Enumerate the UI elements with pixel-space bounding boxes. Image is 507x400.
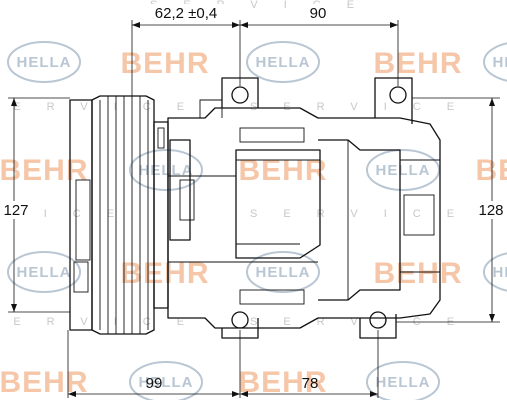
- hella-logo-text: HELLA: [17, 264, 72, 281]
- behr-logo-text: BEHR: [373, 257, 462, 290]
- hella-logo: HELLA: [483, 252, 507, 292]
- service-watermark: SERVICE: [0, 101, 210, 113]
- hella-logo-text: HELLA: [376, 374, 431, 391]
- hella-logo: HELLA: [366, 149, 440, 191]
- label-backdrop: [475, 201, 507, 219]
- hella-logo: HELLA: [7, 41, 81, 83]
- behr-logo-text: BEHR: [120, 257, 209, 290]
- label-backdrop: [140, 4, 232, 22]
- behr-logo-text: BEHR: [120, 47, 209, 80]
- dim-label-left-height: 127: [3, 202, 28, 219]
- compressor-body: [167, 99, 441, 329]
- hella-logo-text: HELLA: [493, 54, 507, 71]
- hella-logo: HELLA: [7, 251, 81, 293]
- hella-logo-text: HELLA: [17, 54, 72, 71]
- pulley: [69, 95, 169, 335]
- label-backdrop: [300, 4, 336, 22]
- dim-label-top-left: 62,2 ±0,4: [155, 5, 217, 22]
- hella-logo-text: HELLA: [376, 162, 431, 179]
- hella-logo-text: HELLA: [256, 264, 311, 281]
- hella-logo: HELLA: [246, 41, 320, 83]
- hella-logo-text: HELLA: [139, 374, 194, 391]
- hella-logo: HELLA: [366, 361, 440, 400]
- compressor-outline: [69, 77, 441, 339]
- hella-logo-text: HELLA: [493, 264, 507, 281]
- behr-logo-text: BEHR: [238, 154, 327, 187]
- dim-label-bottom-left: 99: [146, 375, 163, 392]
- dim-label-right-height: 128: [478, 202, 503, 219]
- behr-logo-text: BEHR: [238, 366, 327, 399]
- dimension-lines: [8, 20, 500, 398]
- hella-logo: HELLA: [129, 361, 203, 400]
- hella-logo: HELLA: [129, 149, 203, 191]
- label-backdrop: [0, 201, 32, 219]
- behr-logo-text: BEHR: [373, 47, 462, 80]
- hella-logo-text: HELLA: [256, 54, 311, 71]
- dimension-labels: 62,2 ±0,4 90 127 128 99 78: [0, 4, 507, 392]
- behr-logo-text: BEHR: [0, 154, 89, 187]
- service-watermark: SERVICE: [150, 0, 380, 11]
- mounting-ear-top-right: [374, 77, 413, 124]
- behr-logo-text: BEHR: [475, 154, 507, 187]
- hella-logo-text: HELLA: [139, 162, 194, 179]
- service-watermark: SERVICE: [250, 101, 480, 113]
- dim-label-top-right: 90: [310, 5, 327, 22]
- hella-logo: HELLA: [483, 42, 507, 82]
- service-watermark: SERVICE: [250, 316, 480, 328]
- dim-label-bottom-right: 78: [302, 375, 319, 392]
- service-watermark: SERVICE: [250, 208, 480, 220]
- hella-logo: HELLA: [246, 251, 320, 293]
